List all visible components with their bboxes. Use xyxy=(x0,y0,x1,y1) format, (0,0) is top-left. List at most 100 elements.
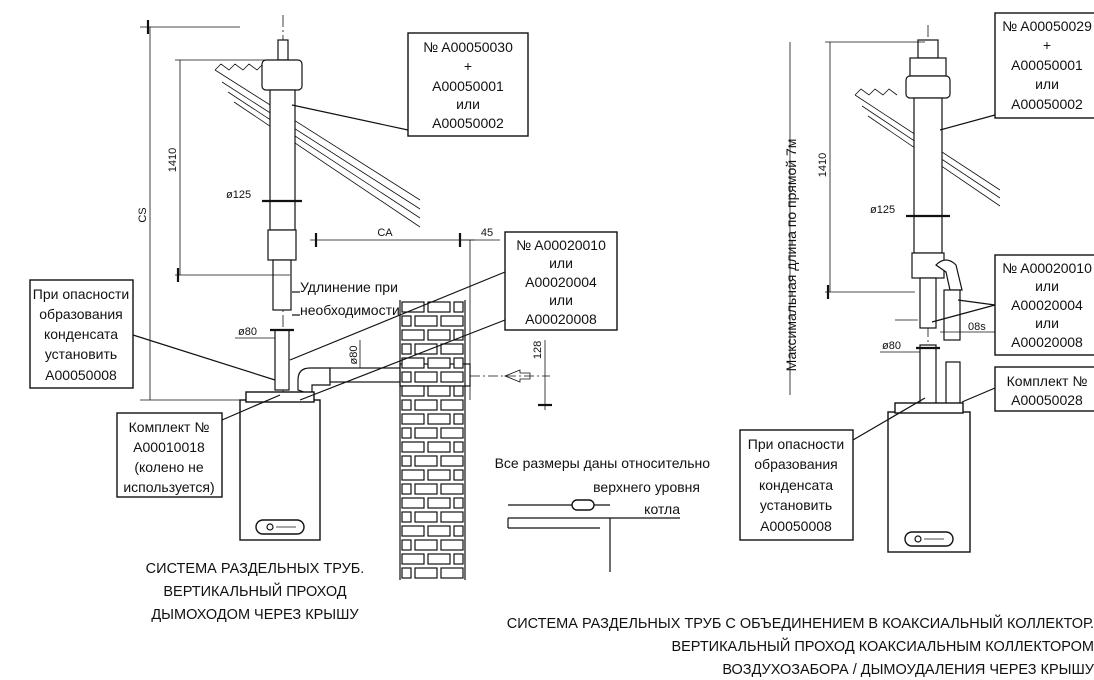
svg-text:Комплект №: Комплект № xyxy=(129,419,210,435)
left-extension-label: Удлинение при необходимости xyxy=(292,279,400,318)
svg-text:Комплект №: Комплект № xyxy=(1007,373,1088,389)
brick xyxy=(414,539,438,551)
svg-text:или: или xyxy=(1035,278,1059,294)
svg-text:A00050001: A00050001 xyxy=(1011,57,1083,73)
svg-text:или: или xyxy=(549,255,573,271)
right-callout-mid: № A00020010 или A00020004 или A00020008 xyxy=(931,254,1094,356)
brick xyxy=(453,469,464,481)
brick xyxy=(440,511,464,523)
svg-text:№ A00020010: № A00020010 xyxy=(516,237,606,253)
brick xyxy=(414,483,438,495)
brick xyxy=(440,427,464,439)
brick xyxy=(401,525,425,537)
brick xyxy=(440,371,464,383)
left-flue-pipe xyxy=(261,39,303,391)
brick xyxy=(440,483,464,495)
brick xyxy=(453,301,464,313)
brick xyxy=(401,469,425,481)
svg-text:ВЕРТИКАЛЬНЫЙ ПРОХОД КОАКСИАЛЬН: ВЕРТИКАЛЬНЫЙ ПРОХОД КОАКСИАЛЬНЫМ КОЛЛЕКТ… xyxy=(671,637,1094,655)
brick xyxy=(427,301,451,313)
svg-text:№ A00050029: № A00050029 xyxy=(1002,18,1092,34)
right-dim-d80: ø80 xyxy=(882,340,901,352)
svg-text:A00050001: A00050001 xyxy=(432,78,504,94)
right-caption: СИСТЕМА РАЗДЕЛЬНЫХ ТРУБ С ОБЪЕДИНЕНИЕМ В… xyxy=(507,614,1094,678)
dim-ca: CA xyxy=(377,227,393,239)
svg-text:A00050028: A00050028 xyxy=(1011,392,1083,408)
brick xyxy=(414,343,438,355)
dim-d125: ø125 xyxy=(226,189,251,201)
svg-text:При опасности: При опасности xyxy=(33,286,129,302)
left-diagram: CS 1410 ø125 ø80 ø80 CA 45 128 № A000500… xyxy=(29,15,710,623)
right-dim-08s: 08s xyxy=(968,321,986,333)
left-caption: СИСТЕМА РАЗДЕЛЬНЫХ ТРУБ. ВЕРТИКАЛЬНЫЙ ПР… xyxy=(146,561,365,623)
brick xyxy=(414,511,438,523)
brick xyxy=(414,427,438,439)
dim-d80-vertical: ø80 xyxy=(238,326,257,338)
brick xyxy=(414,371,438,383)
svg-text:или: или xyxy=(1035,76,1059,92)
dim-1410: 1410 xyxy=(167,148,179,172)
brick xyxy=(453,553,464,565)
brick xyxy=(401,399,412,411)
left-roof xyxy=(214,63,421,228)
brick xyxy=(401,315,412,327)
left-callout-top: № A00050030 + A00050001 или A00050002 xyxy=(291,32,529,137)
brick xyxy=(440,539,464,551)
brick xyxy=(427,553,451,565)
svg-text:СИСТЕМА РАЗДЕЛЬНЫХ ТРУБ.: СИСТЕМА РАЗДЕЛЬНЫХ ТРУБ. xyxy=(146,561,365,577)
svg-text:ВОЗДУХОЗАБОРА / ДЫМОУДАЛЕНИЯ Ч: ВОЗДУХОЗАБОРА / ДЫМОУДАЛЕНИЯ ЧЕРЕЗ КРЫШУ xyxy=(722,662,1094,678)
svg-text:A00050002: A00050002 xyxy=(1011,96,1083,112)
svg-text:№ A00020010: № A00020010 xyxy=(1002,260,1092,276)
brick xyxy=(427,497,451,509)
left-callout-kit: Комплект № A00010018 (колено не использу… xyxy=(116,394,281,498)
svg-text:(колено не: (колено не xyxy=(134,459,204,475)
svg-text:+: + xyxy=(464,58,472,74)
svg-text:При опасности: При опасности xyxy=(748,436,844,452)
left-dimensions xyxy=(140,20,552,410)
svg-text:A00050002: A00050002 xyxy=(432,115,504,131)
brick xyxy=(401,357,425,369)
brick xyxy=(401,441,425,453)
brick xyxy=(440,399,464,411)
brick xyxy=(427,441,451,453)
brick xyxy=(427,525,451,537)
svg-text:используется): используется) xyxy=(123,479,214,495)
right-boiler xyxy=(887,402,971,553)
brick xyxy=(401,343,412,355)
brick xyxy=(453,357,464,369)
brick xyxy=(427,413,451,425)
brick xyxy=(453,525,464,537)
svg-text:ВЕРТИКАЛЬНЫЙ ПРОХОД: ВЕРТИКАЛЬНЫЙ ПРОХОД xyxy=(163,582,346,600)
right-dimensions xyxy=(825,41,1000,353)
brick xyxy=(440,343,464,355)
brick xyxy=(401,497,425,509)
svg-text:или: или xyxy=(1035,315,1059,331)
svg-text:СИСТЕМА РАЗДЕЛЬНЫХ ТРУБ С ОБЪЕ: СИСТЕМА РАЗДЕЛЬНЫХ ТРУБ С ОБЪЕДИНЕНИЕМ В… xyxy=(507,614,1094,632)
left-brick-wall xyxy=(399,300,466,580)
svg-text:котла: котла xyxy=(644,501,680,517)
right-diagram: Максимальная длина по прямой 7м xyxy=(507,12,1094,678)
svg-text:установить: установить xyxy=(760,497,832,513)
brick xyxy=(427,357,451,369)
brick xyxy=(401,567,412,579)
svg-text:ДЫМОХОДОМ ЧЕРЕЗ КРЫШУ: ДЫМОХОДОМ ЧЕРЕЗ КРЫШУ xyxy=(151,607,359,623)
brick xyxy=(453,385,464,397)
svg-text:или: или xyxy=(549,292,573,308)
left-boiler xyxy=(239,391,321,541)
dim-45: 45 xyxy=(481,227,493,239)
right-dim-1410: 1410 xyxy=(817,153,829,177)
dim-cs: CS xyxy=(137,207,149,222)
brick xyxy=(440,315,464,327)
left-note: Все размеры даны относительно верхнего у… xyxy=(495,455,710,572)
dim-128: 128 xyxy=(532,341,544,359)
max-length-label: Максимальная длина по прямой 7м xyxy=(783,139,799,372)
svg-text:конденсата: конденсата xyxy=(44,326,118,342)
brick xyxy=(401,483,412,495)
right-callout-condensate: При опасности образования конденсата уст… xyxy=(739,397,926,541)
left-callout-condensate: При опасности образования конденсата уст… xyxy=(29,279,276,389)
brick xyxy=(453,441,464,453)
brick xyxy=(401,455,412,467)
brick xyxy=(440,455,464,467)
brick xyxy=(414,399,438,411)
